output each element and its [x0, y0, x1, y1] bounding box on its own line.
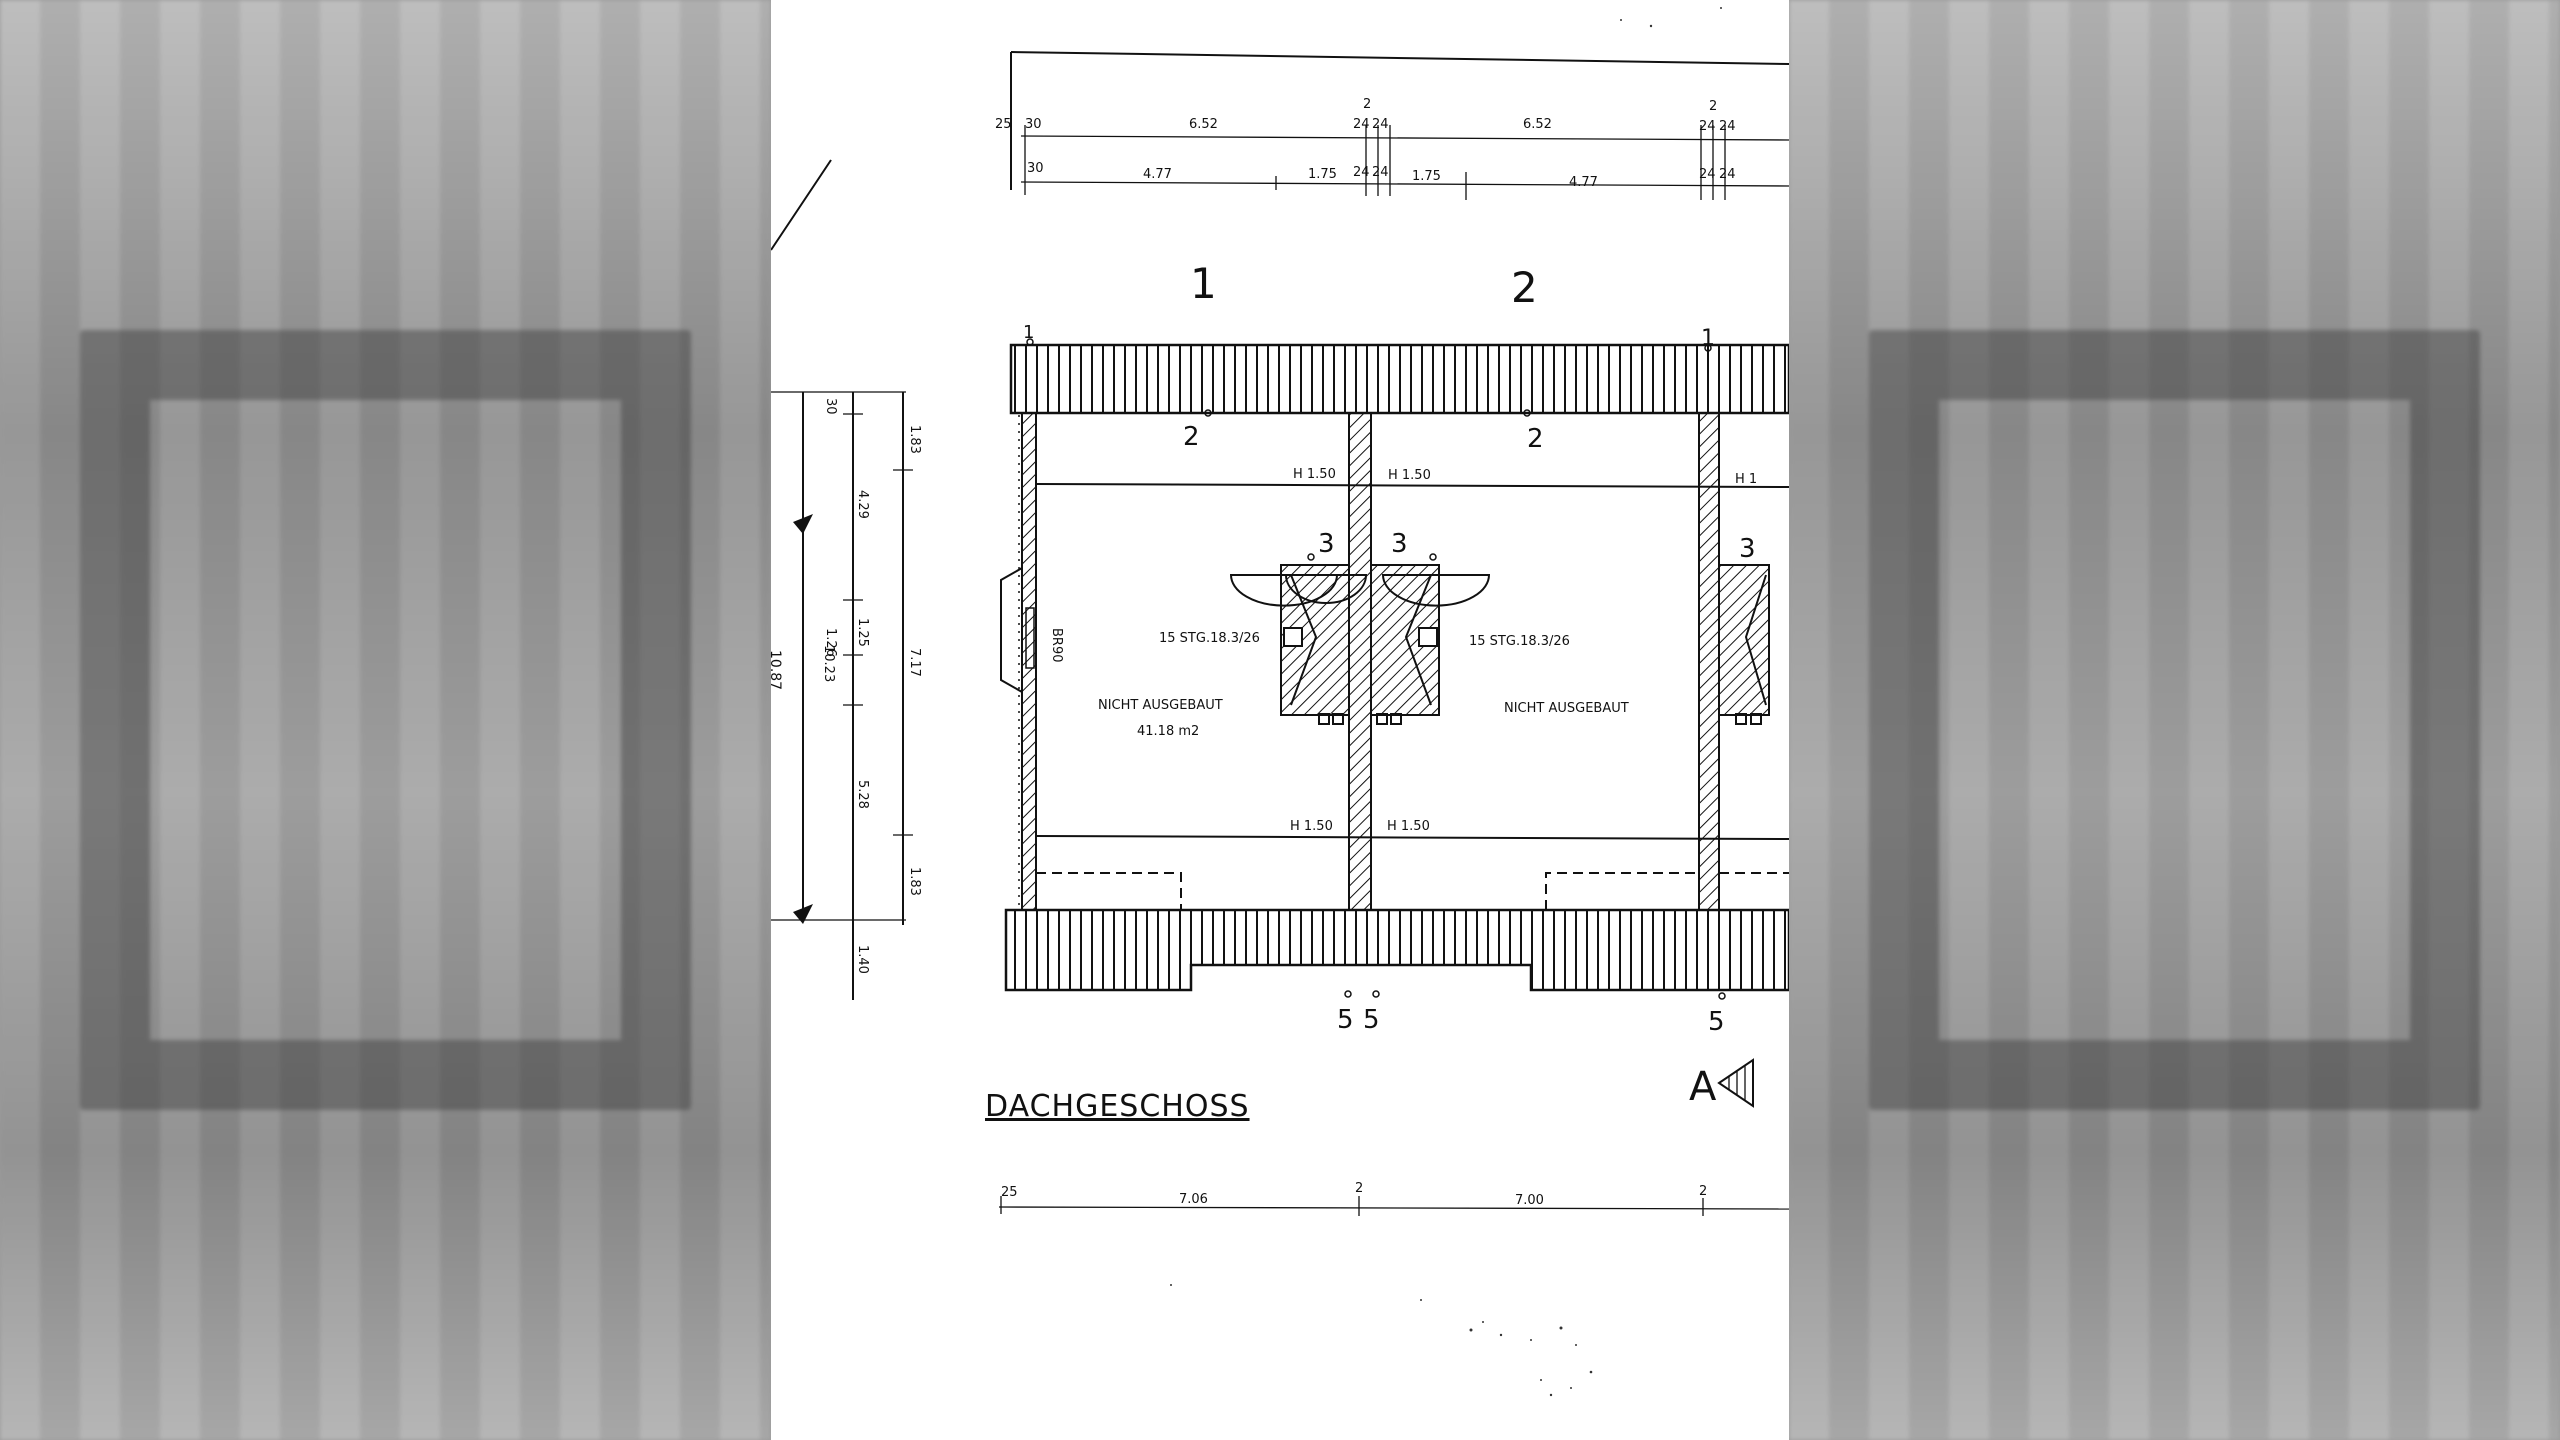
top-dim-r2-0: 30 [1027, 161, 1044, 176]
top-dim-r2-5: 1.75 [1412, 169, 1441, 184]
room-label-left: NICHT AUSGEBAUT [1098, 698, 1223, 713]
bottom-dim-2: 2 [1355, 1181, 1363, 1196]
marker-5-c: 5 [1708, 1007, 1725, 1037]
staircase-left [1229, 564, 1368, 725]
floor-plan-sheet: 25 30 6.52 2 24 24 6.52 2 24 24 30 4.77 … [771, 0, 1789, 1440]
marker-3-a: 3 [1318, 529, 1335, 559]
top-dim-r1-4: 24 [1353, 117, 1370, 132]
top-dim-r2-1: 4.77 [1143, 167, 1172, 182]
left-dim-right-b: 7.17 [907, 648, 922, 677]
left-dim-b: 4.29 [855, 490, 870, 519]
top-dim-r2-7: 24 [1699, 167, 1716, 182]
left-dim-right-c: 1.83 [907, 867, 922, 896]
top-dim-r2-6: 4.77 [1569, 175, 1598, 190]
axis-label-2: 2 [1511, 263, 1538, 312]
bottom-dim-0: 25 [1001, 1185, 1018, 1200]
left-dim-total: 10.23 [821, 645, 836, 682]
section-marker-label: A [1689, 1064, 1717, 1110]
left-dim-c: 1.26 [823, 628, 838, 657]
top-dim-r1-1: 30 [1025, 117, 1042, 132]
left-dim-bottom: 1.40 [855, 945, 870, 974]
marker-5-a: 5 [1337, 1005, 1354, 1035]
left-dim-outer: 10.87 [771, 650, 783, 690]
scan-noise [1170, 7, 1722, 1397]
left-dim-a: 30 [823, 398, 838, 415]
height-bot-left: H 1.50 [1290, 819, 1333, 834]
top-dim-r1-0: 25 [995, 117, 1012, 132]
top-dim-r1-9: 24 [1719, 119, 1736, 134]
height-top-mid: H 1.50 [1388, 468, 1431, 483]
height-top-left: H 1.50 [1293, 467, 1336, 482]
left-dim-e: 5.28 [855, 780, 870, 809]
marker-top-right: 1 [1701, 326, 1715, 351]
axis-label-1: 1 [1190, 259, 1217, 308]
top-dim-r2-3: 24 [1353, 165, 1370, 180]
top-dimension-chains: 25 30 6.52 2 24 24 6.52 2 24 24 30 4.77 … [995, 51, 1789, 200]
top-dim-r2-8: 24 [1719, 167, 1736, 182]
top-dim-r1-5: 24 [1372, 117, 1389, 132]
height-top-right: H 1 [1735, 472, 1757, 487]
stair-label-right: 15 STG.18.3/26 [1469, 634, 1570, 649]
marker-2-right: 2 [1527, 424, 1544, 454]
top-dim-r1-8: 24 [1699, 119, 1716, 134]
building-outline: BR90 [1000, 343, 1789, 992]
marker-2-left: 2 [1183, 422, 1200, 452]
marker-5-b: 5 [1363, 1005, 1380, 1035]
staircase-partial-right [1718, 564, 1770, 725]
marker-top-left: 1 [1023, 322, 1034, 343]
top-dim-r1-2: 6.52 [1189, 117, 1218, 132]
floor-plan-drawing: 25 30 6.52 2 24 24 6.52 2 24 24 30 4.77 … [771, 7, 1789, 1397]
top-dim-r1-3: 2 [1363, 97, 1371, 112]
blurred-background-right [1789, 0, 2560, 1440]
reference-markers: 1 1 2 2 3 3 3 5 5 5 A [1023, 322, 1756, 1110]
room-label-right: NICHT AUSGEBAUT [1504, 701, 1629, 716]
top-dim-r1-6: 6.52 [1523, 117, 1552, 132]
top-dim-r2-2: 1.75 [1308, 167, 1337, 182]
height-bot-mid: H 1.50 [1387, 819, 1430, 834]
left-dim-d: 1.25 [855, 618, 870, 647]
window-label: BR90 [1049, 628, 1064, 663]
staircase-right [1370, 564, 1491, 725]
room-area-left: 41.18 m2 [1137, 724, 1199, 739]
section-arrow-icon [1717, 1058, 1754, 1108]
bottom-dim-1: 7.06 [1179, 1192, 1208, 1207]
blurred-background-left [0, 0, 771, 1440]
top-dim-r1-7: 2 [1709, 99, 1717, 114]
marker-3-b: 3 [1391, 529, 1408, 559]
scan-mark [771, 159, 832, 251]
bottom-dim-4: 2 [1699, 1184, 1707, 1199]
bottom-dimension-chain: 25 7.06 2 7.00 2 [998, 1181, 1789, 1216]
drawing-title: DACHGESCHOSS [985, 1089, 1250, 1124]
stair-label-left: 15 STG.18.3/26 [1159, 631, 1260, 646]
left-dimension-chains: 10.87 10.23 30 4.29 1.26 1.25 5.28 1.83 … [771, 391, 922, 1000]
top-dim-r2-4: 24 [1372, 165, 1389, 180]
bottom-dim-3: 7.00 [1515, 1193, 1544, 1208]
marker-3-c: 3 [1739, 534, 1756, 564]
left-dim-right-a: 1.83 [907, 425, 922, 454]
